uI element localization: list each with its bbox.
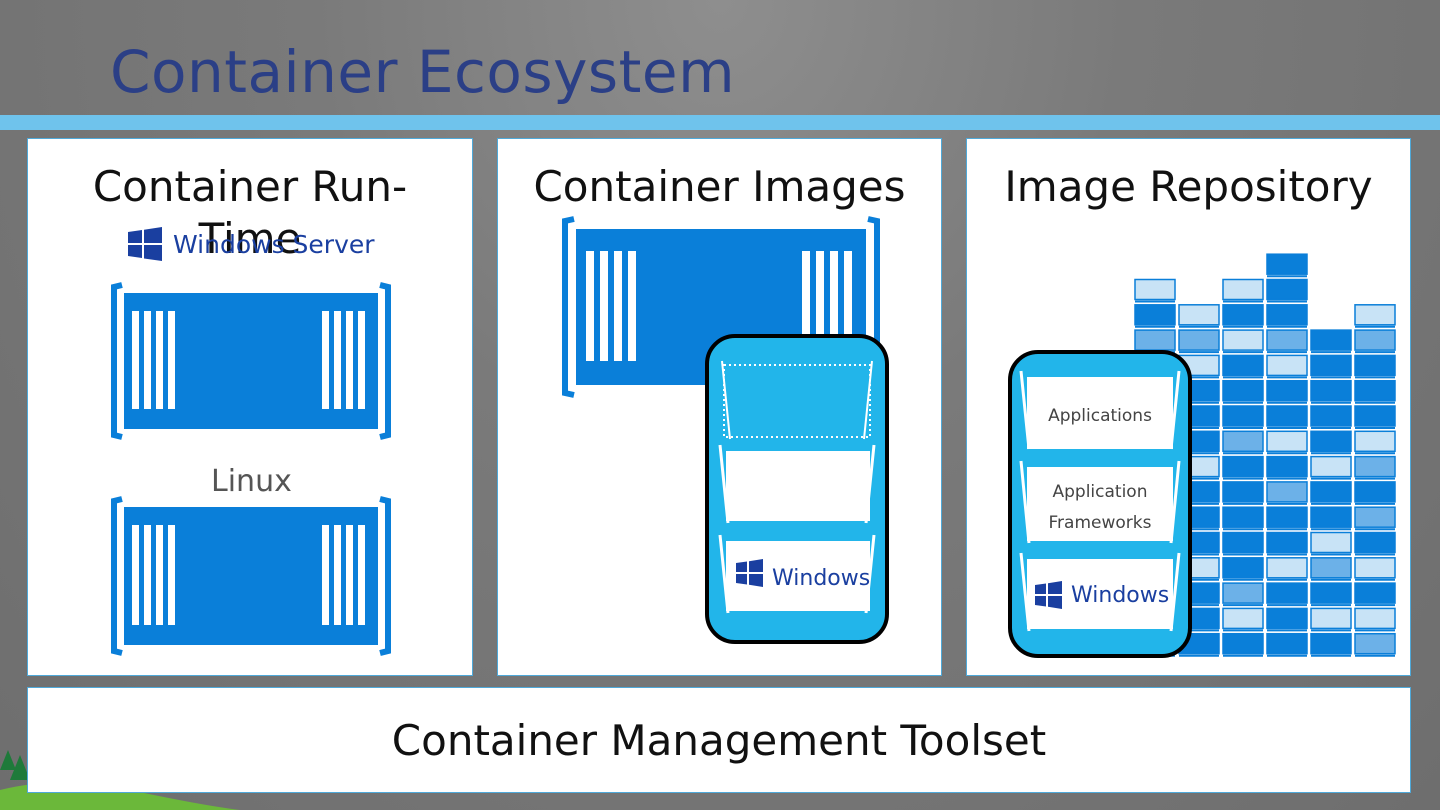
repository-block — [1266, 632, 1308, 655]
repository-block — [1266, 481, 1308, 503]
panel-container-images: Container Images Windows — [497, 138, 942, 676]
repository-block — [1178, 329, 1220, 351]
repository-block — [1354, 582, 1396, 604]
repository-block — [1222, 531, 1264, 554]
shipping-container-icon — [111, 282, 391, 440]
windows-server-label: Windows Server — [173, 230, 375, 259]
repository-block — [1354, 379, 1396, 402]
repository-block — [1354, 632, 1396, 655]
repository-block — [1310, 481, 1352, 503]
windows-logo-icon — [128, 227, 162, 261]
panel-title-images: Container Images — [533, 162, 906, 211]
repository-block — [1222, 354, 1264, 377]
repository-block — [1354, 329, 1396, 351]
repository-block — [1310, 430, 1352, 453]
repository-block — [1266, 379, 1308, 402]
repository-block — [1266, 582, 1308, 604]
repository-block — [1266, 304, 1308, 326]
repository-block — [1266, 506, 1308, 528]
repository-block — [1222, 632, 1264, 655]
repository-block — [1354, 531, 1396, 554]
panel-title-repository: Image Repository — [1004, 162, 1373, 211]
image-layer-stack — [1008, 350, 1192, 658]
repository-block — [1178, 304, 1220, 326]
repository-block — [1354, 304, 1396, 326]
repository-block — [1266, 531, 1308, 554]
repository-block — [1354, 455, 1396, 478]
repository-block — [1134, 304, 1176, 326]
repository-block — [1310, 354, 1352, 377]
repository-block — [1310, 379, 1352, 402]
repository-block — [1266, 430, 1308, 453]
shipping-container-icon — [111, 496, 391, 656]
repository-block — [1222, 405, 1264, 427]
repository-block — [1266, 607, 1308, 630]
windows-layer-label: Windows — [772, 566, 871, 591]
image-layer-stack — [705, 334, 889, 644]
layer-label-applications: Applications — [1048, 406, 1152, 426]
repository-block — [1354, 481, 1396, 503]
slide-title: Container Ecosystem — [110, 38, 736, 106]
repository-block — [1354, 607, 1396, 630]
repository-block — [1134, 329, 1176, 351]
repository-block — [1266, 455, 1308, 478]
repository-block — [1310, 455, 1352, 478]
repository-block — [1222, 278, 1264, 301]
repository-block — [1222, 304, 1264, 326]
repository-block — [1222, 506, 1264, 528]
repository-block — [1310, 329, 1352, 351]
repository-block — [1354, 354, 1396, 377]
repository-block — [1310, 405, 1352, 427]
repository-block — [1222, 379, 1264, 402]
repository-block — [1266, 329, 1308, 351]
repository-block — [1222, 607, 1264, 630]
repository-block — [1222, 557, 1264, 579]
panel-title-runtime: Container Run-Time — [92, 162, 408, 263]
repository-block — [1354, 557, 1396, 579]
layer-label-frameworks-text: Application Frameworks — [1048, 482, 1152, 533]
repository-block — [1266, 405, 1308, 427]
repository-block — [1354, 506, 1396, 528]
repository-block — [1266, 278, 1308, 301]
linux-label: Linux — [211, 464, 292, 499]
repository-block — [1310, 607, 1352, 630]
repository-block — [1310, 632, 1352, 655]
title-accent-bar — [0, 115, 1440, 130]
panel-container-runtime: Container Run-Time Windows Server Linux — [27, 138, 473, 676]
repository-block — [1222, 455, 1264, 478]
repository-block — [1134, 278, 1176, 301]
repository-block — [1310, 531, 1352, 554]
repository-block — [1310, 506, 1352, 528]
repository-block — [1222, 329, 1264, 351]
panel-image-repository: Image Repository Applications Applicatio… — [966, 138, 1411, 676]
repository-block — [1310, 582, 1352, 604]
management-toolset-label: Container Management Toolset — [391, 716, 1047, 765]
repository-block — [1310, 557, 1352, 579]
repository-block — [1266, 354, 1308, 377]
repository-block — [1266, 557, 1308, 579]
repository-block — [1222, 582, 1264, 604]
repository-block — [1222, 481, 1264, 503]
repository-block — [1266, 253, 1308, 275]
repository-block — [1222, 430, 1264, 453]
repository-block — [1354, 405, 1396, 427]
repository-block — [1354, 430, 1396, 453]
layer-label-frameworks: Application Frameworks — [1027, 477, 1173, 539]
windows-layer-label: Windows — [1071, 583, 1170, 608]
management-toolset-bar: Container Management Toolset — [27, 687, 1411, 793]
